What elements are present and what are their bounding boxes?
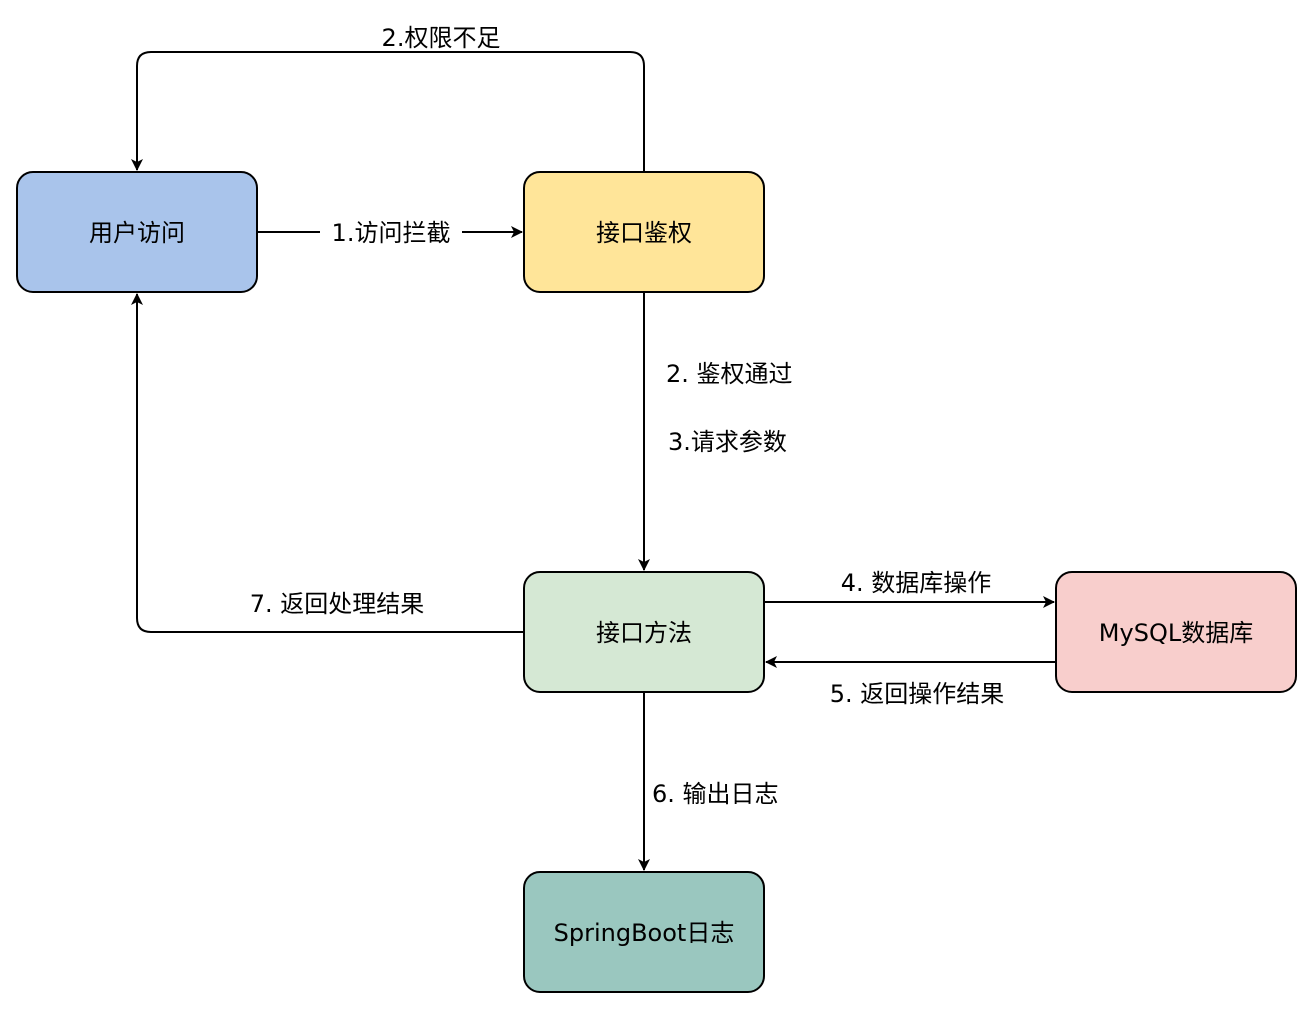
node-user-access-label: 用户访问 [89, 219, 185, 247]
node-springboot-log-label: SpringBoot日志 [554, 919, 735, 947]
node-interface-auth: 接口鉴权 [523, 171, 765, 293]
node-mysql-database-label: MySQL数据库 [1099, 619, 1253, 647]
edge-label-db-result: 5. 返回操作结果 [830, 680, 1005, 708]
node-springboot-log: SpringBoot日志 [523, 871, 765, 993]
edge-label-auth-passed: 2. 鉴权通过 [666, 360, 793, 388]
node-user-access: 用户访问 [16, 171, 258, 293]
node-interface-method-label: 接口方法 [596, 619, 692, 647]
node-interface-method-box [523, 571, 765, 693]
edge-label-db-operation: 4. 数据库操作 [841, 569, 992, 597]
edge-label-permission-denied: 2.权限不足 [382, 24, 501, 52]
edge-label-access-intercept: 1.访问拦截 [332, 219, 451, 247]
edge-label-return-result: 7. 返回处理结果 [250, 590, 425, 618]
node-mysql-database: MySQL数据库 [1055, 571, 1297, 693]
node-user-access-box [16, 171, 258, 293]
edge-return-result [131, 293, 524, 633]
node-mysql-database-box [1055, 571, 1297, 693]
edge-label-request-params: 3.请求参数 [668, 428, 787, 456]
edge-permission-denied [131, 51, 645, 172]
node-springboot-log-box [523, 871, 765, 993]
edge-label-log-output: 6. 输出日志 [652, 780, 779, 808]
node-interface-method: 接口方法 [523, 571, 765, 693]
node-interface-auth-box [523, 171, 765, 293]
node-interface-auth-label: 接口鉴权 [596, 219, 692, 247]
